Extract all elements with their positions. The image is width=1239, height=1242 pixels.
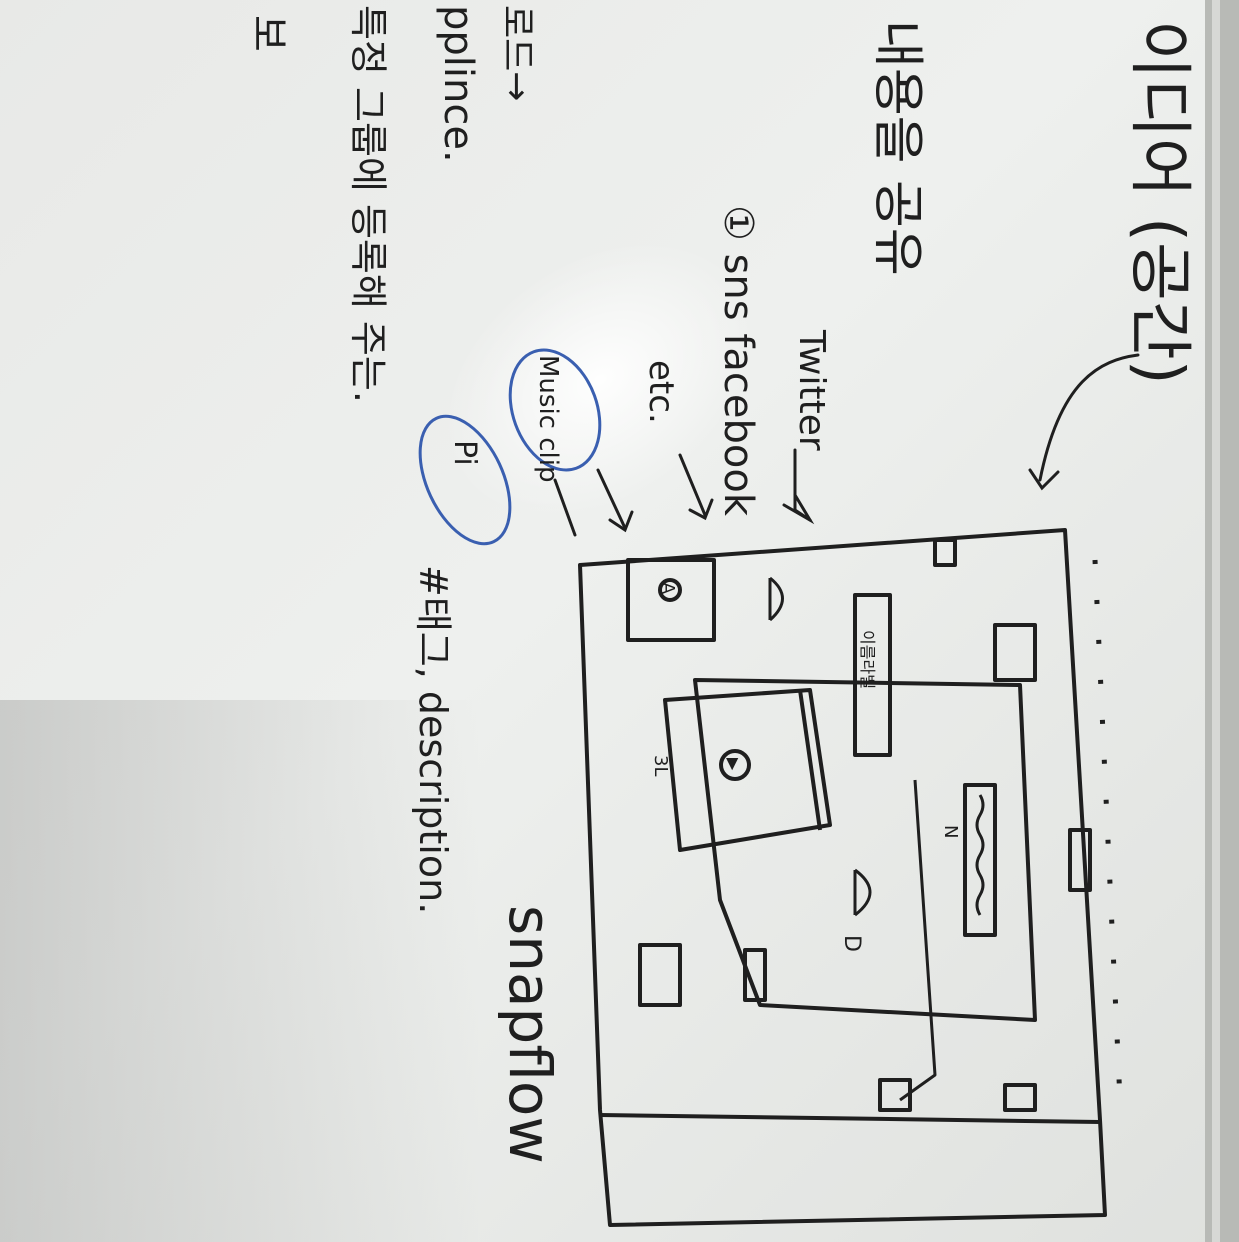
note-side-label: snapflow xyxy=(496,905,564,1164)
note-music-clip: Music clip xyxy=(533,355,563,483)
note-line5: 특정 그룹에 등록해 주는. xyxy=(346,5,390,403)
note-tag: #태그, description. xyxy=(411,565,455,914)
label-strip: 이름라벨 xyxy=(858,630,877,689)
blue-circled-notes: Music clip Pi xyxy=(418,348,602,546)
label-n: N xyxy=(940,825,961,838)
arrows xyxy=(553,353,1140,537)
note-line6: 보 xyxy=(245,15,291,52)
label-3l: 3L xyxy=(650,755,671,776)
handwritten-notes: 이디어 (공간) 내용을 공유 ① sns facebook Twitter e… xyxy=(245,5,1196,1164)
label-a: A xyxy=(657,582,678,595)
note-line3: 로드→ xyxy=(496,5,537,101)
note-circle-pi: Pi xyxy=(447,440,482,466)
label-play: ▶ xyxy=(724,758,743,771)
light-glare xyxy=(444,241,756,519)
note-title: 이디어 (공간) xyxy=(1122,20,1196,385)
note-twitter: Twitter xyxy=(791,329,832,451)
board-shadow xyxy=(0,700,480,1242)
note-sns: ① sns facebook xyxy=(715,205,761,517)
wireframe-sketch xyxy=(578,528,1123,1227)
note-etc: etc. xyxy=(641,360,681,424)
note-line2: 내용을 공유 xyxy=(867,20,927,276)
sketch-labels: A ▶ 이름라벨 3L N D xyxy=(650,582,961,952)
note-line4: pplince. xyxy=(435,5,481,163)
board-frame xyxy=(1205,0,1239,1242)
label-d: D xyxy=(839,935,864,952)
